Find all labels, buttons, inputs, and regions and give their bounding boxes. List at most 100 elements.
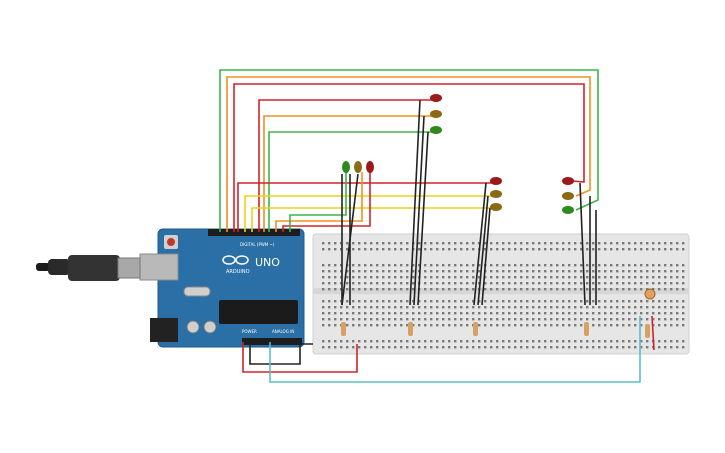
breadboard-hole — [430, 242, 433, 245]
breadboard-hole — [640, 242, 643, 245]
photoresistor-icon[interactable] — [644, 288, 656, 300]
breadboard-hole — [442, 340, 445, 343]
breadboard-hole — [628, 318, 631, 321]
breadboard-hole — [388, 248, 391, 251]
arduino-board[interactable]: UNO ARDUINO DIGITAL (PWM ~) POWER ANALOG… — [139, 228, 305, 348]
breadboard-hole — [646, 242, 649, 245]
breadboard-hole — [562, 346, 565, 349]
breadboard-hole — [400, 276, 403, 279]
breadboard-hole — [682, 306, 685, 309]
breadboard-hole — [628, 248, 631, 251]
breadboard-hole — [532, 282, 535, 285]
led-icon — [430, 110, 442, 118]
breadboard-hole — [586, 318, 589, 321]
breadboard-hole — [484, 300, 487, 303]
breadboard-hole — [676, 282, 679, 285]
breadboard-hole — [382, 318, 385, 321]
breadboard-hole — [616, 346, 619, 349]
breadboard-hole — [580, 288, 583, 291]
breadboard-hole — [394, 312, 397, 315]
led-group-4[interactable] — [562, 177, 574, 214]
breadboard-hole — [406, 324, 409, 327]
breadboard-hole — [322, 288, 325, 291]
breadboard-hole — [604, 324, 607, 327]
breadboard-hole — [496, 248, 499, 251]
led-group-3[interactable] — [490, 177, 502, 211]
breadboard-hole — [376, 318, 379, 321]
breadboard-hole — [490, 270, 493, 273]
breadboard-hole — [664, 282, 667, 285]
breadboard-hole — [412, 340, 415, 343]
breadboard-hole — [472, 306, 475, 309]
breadboard-hole — [442, 300, 445, 303]
breadboard-hole — [544, 276, 547, 279]
breadboard-hole — [538, 300, 541, 303]
breadboard-hole — [664, 300, 667, 303]
breadboard-hole — [490, 312, 493, 315]
breadboard-hole — [436, 276, 439, 279]
breadboard-hole — [448, 324, 451, 327]
led-group-1[interactable] — [342, 161, 374, 173]
breadboard-hole — [442, 282, 445, 285]
breadboard-hole — [382, 324, 385, 327]
breadboard-hole — [682, 300, 685, 303]
breadboard-hole — [352, 312, 355, 315]
breadboard-hole — [418, 312, 421, 315]
breadboard-hole — [538, 264, 541, 267]
breadboard-hole — [400, 340, 403, 343]
breadboard-hole — [430, 346, 433, 349]
breadboard-hole — [328, 288, 331, 291]
breadboard-hole — [460, 340, 463, 343]
breadboard-hole — [370, 264, 373, 267]
breadboard-hole — [532, 300, 535, 303]
resistor-icon — [645, 324, 650, 338]
breadboard-hole — [430, 300, 433, 303]
breadboard-hole — [610, 264, 613, 267]
breadboard-hole — [490, 340, 493, 343]
breadboard-hole — [418, 306, 421, 309]
breadboard-hole — [526, 276, 529, 279]
breadboard-hole — [568, 306, 571, 309]
led-group-2[interactable] — [430, 94, 442, 134]
breadboard-hole — [568, 346, 571, 349]
led-icon — [342, 161, 350, 173]
breadboard-hole — [664, 318, 667, 321]
breadboard-hole — [406, 300, 409, 303]
breadboard[interactable] — [312, 233, 690, 355]
breadboard-hole — [400, 300, 403, 303]
breadboard-hole — [628, 306, 631, 309]
breadboard-hole — [622, 288, 625, 291]
breadboard-hole — [406, 312, 409, 315]
breadboard-hole — [532, 242, 535, 245]
breadboard-hole — [328, 346, 331, 349]
breadboard-hole — [550, 306, 553, 309]
breadboard-hole — [460, 270, 463, 273]
breadboard-hole — [490, 264, 493, 267]
breadboard-hole — [646, 312, 649, 315]
breadboard-hole — [634, 276, 637, 279]
breadboard-hole — [472, 340, 475, 343]
breadboard-hole — [514, 242, 517, 245]
breadboard-hole — [622, 270, 625, 273]
breadboard-hole — [436, 312, 439, 315]
breadboard-hole — [400, 346, 403, 349]
breadboard-hole — [424, 318, 427, 321]
resistors[interactable] — [341, 322, 650, 338]
breadboard-hole — [508, 242, 511, 245]
power-jack — [150, 318, 178, 342]
breadboard-hole — [382, 312, 385, 315]
usb-port — [139, 253, 179, 281]
breadboard-hole — [532, 346, 535, 349]
breadboard-hole — [346, 282, 349, 285]
breadboard-hole — [472, 270, 475, 273]
breadboard-hole — [592, 288, 595, 291]
breadboard-hole — [490, 318, 493, 321]
breadboard-hole — [376, 312, 379, 315]
breadboard-hole — [628, 242, 631, 245]
breadboard-hole — [424, 264, 427, 267]
breadboard-hole — [622, 282, 625, 285]
breadboard-hole — [508, 270, 511, 273]
breadboard-hole — [628, 346, 631, 349]
breadboard-hole — [436, 264, 439, 267]
breadboard-hole — [634, 264, 637, 267]
